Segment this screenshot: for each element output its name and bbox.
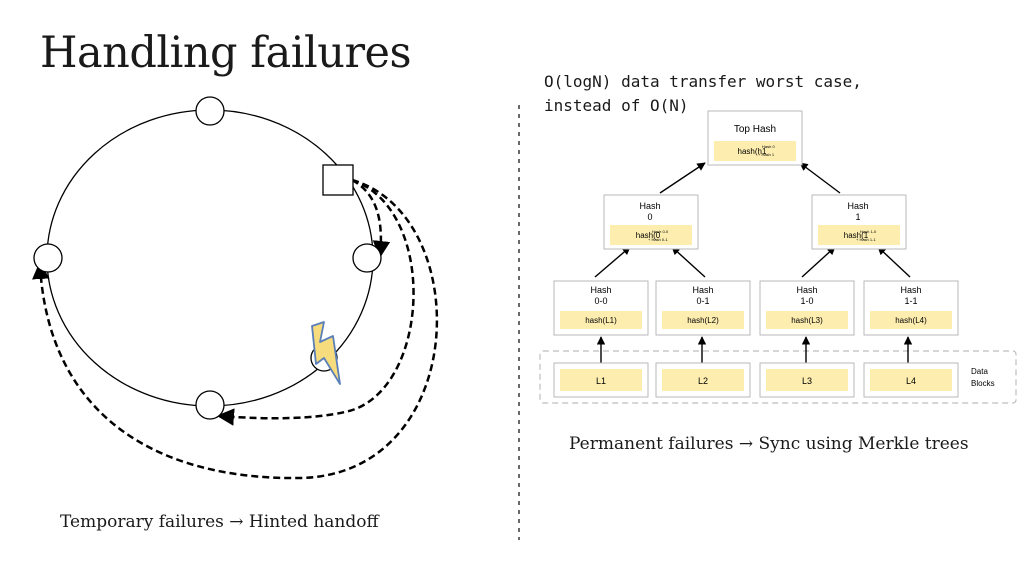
ring-node-bottom [195,390,225,420]
svg-text:0-1: 0-1 [696,296,709,306]
hash-ring-diagram [32,96,439,480]
svg-text:hash(h1: hash(h1 [738,147,767,156]
data-block-l2: L2 [655,362,751,398]
svg-text:+ Hash 1-1: + Hash 1-1 [856,237,876,242]
hint-holder-node [322,164,354,196]
arrow-h00-to-h0 [594,246,631,278]
svg-text:L3: L3 [802,376,812,386]
top-hash-node: Top Hash hash(h1 Hash 0 + Hash 1 [707,110,803,166]
svg-text:Top Hash: Top Hash [734,124,776,135]
svg-text:+ Hash 0-1: + Hash 0-1 [648,237,668,242]
handoff-arrow-3 [32,178,439,480]
svg-text:hash(L3): hash(L3) [791,316,823,325]
svg-text:Hash 1-0: Hash 1-0 [860,229,877,234]
handoff-arrow-1 [351,178,391,259]
hash-1-node: Hash 1 hash(1 Hash 1-0 + Hash 1-1 [811,194,907,250]
svg-text:hash(L1): hash(L1) [585,316,617,325]
ring-node-right [352,243,382,273]
arrow-h01-to-h0 [671,246,706,278]
temporary-failures-caption: Temporary failures → Hinted handoff [60,512,379,532]
handoff-arrow-2 [216,178,415,426]
svg-text:0-0: 0-0 [594,296,607,306]
hash-0-0-node: Hash 0-0 hash(L1) [553,280,649,336]
note-line-1: O(logN) data transfer worst case, [544,72,862,91]
svg-text:hash(1: hash(1 [844,231,869,240]
complexity-note: O(logN) data transfer worst case, instea… [544,70,862,118]
data-block-l4: L4 [863,362,959,398]
divider [518,105,520,540]
svg-text:hash(0: hash(0 [636,231,661,240]
svg-text:Hash: Hash [692,285,713,295]
svg-text:+ Hash 1: + Hash 1 [758,152,775,157]
hash-1-0-node: Hash 1-0 hash(L3) [759,280,855,336]
svg-text:Hash: Hash [796,285,817,295]
svg-text:Hash: Hash [639,201,660,211]
merkle-tree-diagram: Top Hash hash(h1 Hash 0 + Hash 1 Hash 0 … [539,110,1017,404]
arrow-h1-to-top [799,162,841,194]
ring-node-top [195,96,225,126]
svg-text:L4: L4 [906,376,916,386]
data-block-l1: L1 [553,362,649,398]
svg-text:hash(L4): hash(L4) [895,316,927,325]
svg-text:L1: L1 [596,376,606,386]
svg-text:L2: L2 [698,376,708,386]
data-block-l3: L3 [759,362,855,398]
hash-1-1-node: Hash 1-1 hash(L4) [863,280,959,336]
page-title: Handling failures [40,28,412,78]
svg-text:Hash 0-0: Hash 0-0 [652,229,669,234]
svg-text:Hash 0: Hash 0 [762,144,775,149]
lightning-icon [311,321,341,385]
data-blocks-label-1: Data [971,367,988,376]
svg-text:0: 0 [647,212,652,222]
svg-text:Hash: Hash [900,285,921,295]
note-line-2: instead of O(N) [544,96,689,115]
svg-text:Hash: Hash [847,201,868,211]
arrow-h10-to-h1 [801,246,836,278]
svg-text:1-0: 1-0 [800,296,813,306]
svg-text:1: 1 [855,212,860,222]
data-blocks-label-2: Blocks [971,379,995,388]
hash-0-1-node: Hash 0-1 hash(L2) [655,280,751,336]
svg-text:1-1: 1-1 [904,296,917,306]
svg-text:Hash: Hash [590,285,611,295]
svg-text:hash(L2): hash(L2) [687,316,719,325]
data-blocks-container [539,350,1017,404]
arrow-h11-to-h1 [877,246,911,278]
arrow-h0-to-top [659,162,706,194]
hash-0-node: Hash 0 hash(0 Hash 0-0 + Hash 0-1 [603,194,699,250]
ring-node-left [33,243,63,273]
permanent-failures-caption: Permanent failures → Sync using Merkle t… [569,434,969,454]
